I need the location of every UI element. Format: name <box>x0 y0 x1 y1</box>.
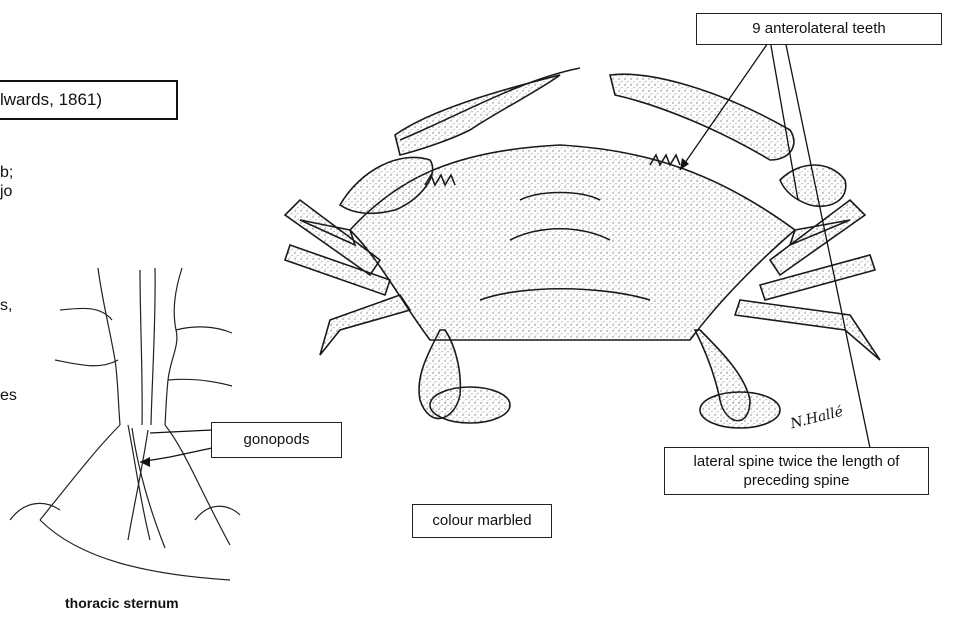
thoracic-sternum-drawing <box>10 268 240 580</box>
thoracic-sternum-caption: thoracic sternum <box>65 595 179 611</box>
anterolateral-teeth-label: 9 anterolateral teeth <box>696 13 942 45</box>
leader-gonopod-2 <box>140 448 212 462</box>
anterolateral-teeth-text: 9 anterolateral teeth <box>752 20 885 37</box>
crab-illustration <box>285 68 880 428</box>
gonopods-text: gonopods <box>244 431 310 448</box>
lateral-spine-text: lateral spine twice the length of preced… <box>694 453 900 489</box>
lateral-spine-label: lateral spine twice the length of preced… <box>664 447 929 495</box>
leader-gonopod-1 <box>150 430 212 433</box>
gonopods-label: gonopods <box>211 422 342 458</box>
colour-label: colour marbled <box>412 504 552 538</box>
colour-text: colour marbled <box>432 512 531 529</box>
